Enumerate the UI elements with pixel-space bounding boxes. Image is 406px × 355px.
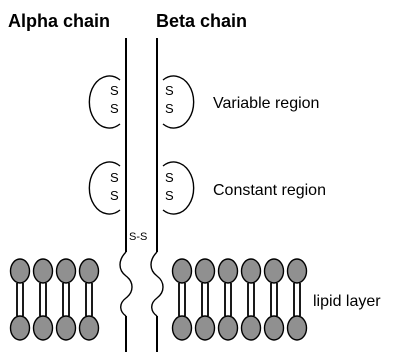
lipid-layer-label: lipid layer <box>313 293 381 310</box>
alpha-variable-loop <box>88 75 121 129</box>
lipid-head-outer <box>55 258 77 284</box>
beta-variable-s-top: S <box>165 83 174 98</box>
lipid-molecule <box>9 258 31 341</box>
lipid-molecule <box>194 258 216 341</box>
lipid-head-inner <box>194 315 216 341</box>
alpha-variable-s-bottom: S <box>110 101 119 116</box>
variable-region-label: Variable region <box>213 95 319 112</box>
lipid-head-inner <box>171 315 193 341</box>
beta-chain-title: Beta chain <box>156 11 247 31</box>
beta-variable-loop <box>162 75 195 129</box>
lipid-molecule <box>78 258 100 341</box>
alpha-chain <box>119 38 133 352</box>
lipid-head-outer <box>240 258 262 284</box>
beta-transmembrane-squiggle <box>150 251 164 317</box>
alpha-constant-s-top: S <box>110 170 119 185</box>
lipid-head-inner <box>240 315 262 341</box>
lipid-head-outer <box>9 258 31 284</box>
beta-constant-s-bottom: S <box>165 188 174 203</box>
lipid-head-outer <box>286 258 308 284</box>
lipid-head-inner <box>286 315 308 341</box>
lipid-head-outer <box>263 258 285 284</box>
lipid-molecule <box>286 258 308 341</box>
alpha-constant-loop <box>88 161 121 215</box>
lipid-head-outer <box>194 258 216 284</box>
interchain-bond-backdrop <box>129 229 154 243</box>
lipid-molecule <box>263 258 285 341</box>
lipid-molecule <box>55 258 77 341</box>
lipid-head-inner <box>32 315 54 341</box>
lipid-molecule <box>32 258 54 341</box>
beta-constant-s-top: S <box>165 170 174 185</box>
constant-region-label: Constant region <box>213 182 326 199</box>
alpha-transmembrane-squiggle <box>119 251 133 317</box>
lipid-head-outer <box>171 258 193 284</box>
lipid-head-outer <box>78 258 100 284</box>
alpha-chain-title: Alpha chain <box>8 11 110 31</box>
lipid-head-inner <box>217 315 239 341</box>
lipid-head-outer <box>32 258 54 284</box>
lipid-head-inner <box>9 315 31 341</box>
lipid-head-inner <box>263 315 285 341</box>
lipid-head-outer <box>217 258 239 284</box>
alpha-constant-s-bottom: S <box>110 188 119 203</box>
lipid-molecule <box>217 258 239 341</box>
interchain-disulfide-bond: S-S <box>129 231 147 243</box>
lipid-bilayer <box>9 258 308 341</box>
alpha-variable-s-top: S <box>110 83 119 98</box>
lipid-head-inner <box>78 315 100 341</box>
beta-constant-loop <box>162 161 195 215</box>
lipid-head-inner <box>55 315 77 341</box>
beta-variable-s-bottom: S <box>165 101 174 116</box>
lipid-molecule <box>171 258 193 341</box>
beta-chain <box>150 38 164 352</box>
lipid-molecule <box>240 258 262 341</box>
